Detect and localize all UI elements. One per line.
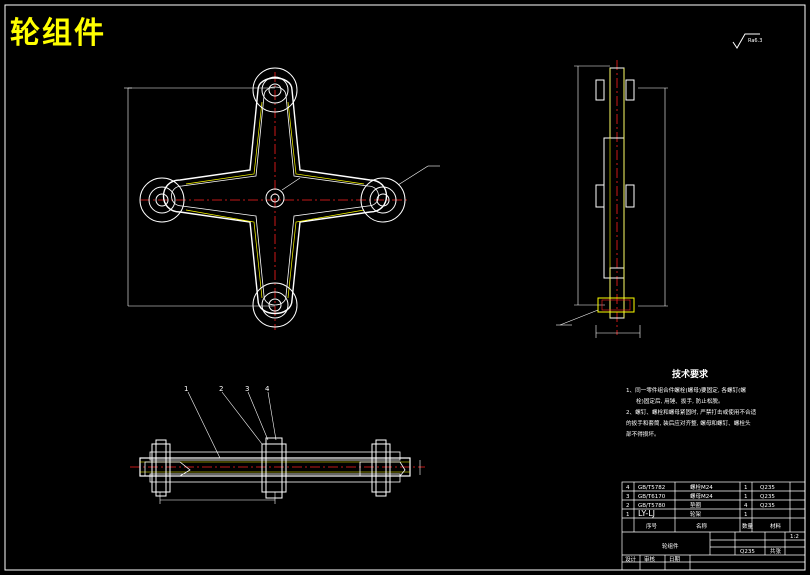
title-row-designer: 设计: [625, 555, 637, 563]
parts-list: [621, 481, 806, 571]
part-row-3-code: GB/T5780: [638, 503, 666, 509]
parts-list-text: 4 GB/T5782 螺栓M24 1 Q235 3 GB/T6170 螺母M24…: [626, 483, 782, 530]
front-view: [124, 67, 440, 330]
tech-req-line-4: 的扳手和套筒, 装后应对齐整, 螺母和螺钉、螺栓头: [626, 419, 751, 427]
part-row-2-material: Q235: [760, 494, 775, 500]
title-block: [622, 532, 805, 570]
roughness-symbol: Ra6.3: [732, 33, 762, 49]
parts-header-material: 材料: [770, 522, 782, 530]
side-view: [556, 60, 668, 338]
title-block-sheet: 共张: [770, 547, 782, 555]
bottom-view: 1 2 3 4: [130, 385, 425, 504]
part-row-2-qty: 1: [744, 494, 748, 500]
tech-req-line-2: 栓)固定后, 用锤、扳手, 防止松脱。: [636, 397, 724, 405]
part-row-2-code: GB/T6170: [638, 494, 666, 500]
title-block-name: 轮组件: [662, 542, 679, 550]
tech-req-line-1: 1、同一零件组合件螺栓(螺母)要固定, 各螺钉(螺: [626, 386, 746, 394]
parts-header-qty: 数量: [742, 522, 754, 530]
part-row-1-material: Q235: [760, 485, 775, 491]
title-row-date: 日期: [669, 556, 681, 563]
part-row-4-qty: 1: [744, 512, 748, 518]
callout-2: 2: [219, 385, 223, 393]
technical-requirements: 技术要求 1、同一零件组合件螺栓(螺母)要固定, 各螺钉(螺 栓)固定后, 用锤…: [626, 368, 757, 438]
drawing-title: 轮组件: [10, 16, 106, 51]
title-block-text: 轮组件 Q235 1:2 共张 设计 审核 日期: [625, 534, 799, 563]
callout-1: 1: [184, 385, 188, 393]
roughness-text: Ra6.3: [748, 38, 762, 44]
part-row-4-no: 1: [626, 512, 630, 518]
part-row-1-qty: 1: [744, 485, 748, 491]
callout-4: 4: [265, 385, 270, 393]
part-row-4-name: 轮架: [690, 510, 702, 518]
tech-req-line-3: 2、螺钉、螺栓和螺母紧固时, 严禁打击或使用不合适: [626, 408, 757, 416]
parts-header-no: 序号: [646, 522, 658, 530]
part-row-1-no: 4: [626, 485, 630, 491]
part-row-1-name: 螺栓M24: [690, 483, 713, 491]
part-row-3-qty: 4: [744, 503, 748, 509]
sheet-border: [4, 4, 806, 571]
part-row-3-name: 垫圈: [690, 501, 702, 509]
part-row-4-code: LY-LJ: [638, 509, 655, 518]
part-row-1-code: GB/T5782: [638, 485, 665, 491]
tech-req-line-5: 部不得损坏。: [626, 430, 660, 438]
title-row-reviewer: 审核: [644, 555, 656, 563]
part-row-2-name: 螺母M24: [690, 492, 713, 500]
part-row-3-no: 2: [626, 503, 630, 509]
part-row-3-material: Q235: [760, 503, 775, 509]
parts-header-name: 名称: [696, 522, 708, 530]
title-block-scale: 1:2: [790, 534, 799, 540]
part-row-2-no: 3: [626, 494, 630, 500]
callout-3: 3: [245, 385, 249, 393]
tech-req-heading: 技术要求: [672, 368, 709, 380]
title-block-material: Q235: [740, 549, 755, 555]
